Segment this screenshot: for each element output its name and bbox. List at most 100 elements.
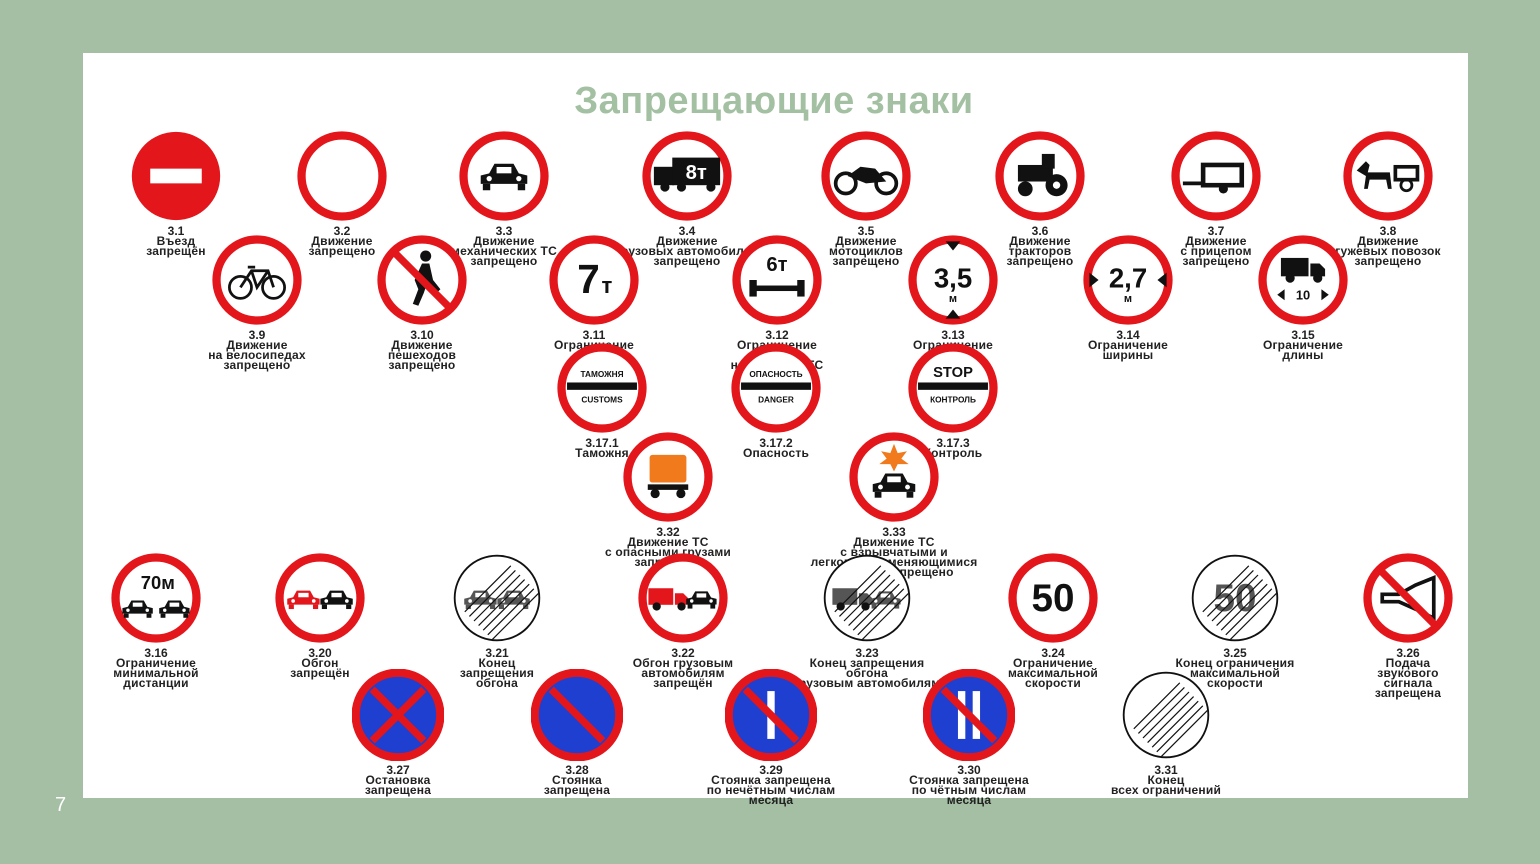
sign-caption: Обгон грузовым автомобилям запрещён <box>632 656 734 690</box>
svg-text:т: т <box>601 273 612 298</box>
sign-icon-3-4: 8т <box>642 131 732 221</box>
sign-number: 3.4 <box>678 224 696 238</box>
sign-icon-3-12: 6т <box>732 235 822 325</box>
sign-caption: Ограничение минимальной дистанции <box>113 656 199 690</box>
sign-caption: Ограничение длины <box>1262 338 1344 362</box>
svg-text:м: м <box>1124 293 1132 305</box>
svg-text:STOP: STOP <box>933 365 973 381</box>
sign-caption: Движение мотоциклов запрещено <box>829 234 903 268</box>
sign-icon-3-14: 2,7м <box>1083 235 1173 325</box>
sign-caption: Движение запрещено <box>308 234 376 258</box>
sign-icon-3-3 <box>459 131 549 221</box>
svg-text:10: 10 <box>1296 287 1310 302</box>
sign-number: 3.14 <box>1116 328 1140 342</box>
sign-caption: Ограничение максимальной скорости <box>1007 656 1099 690</box>
sign-caption: Обгон запрещён <box>290 656 350 680</box>
sign-icon-3-29 <box>725 669 817 761</box>
sign-icon-3-23 <box>823 554 911 642</box>
sign-caption: Стоянка запрещена по нечётным числам мес… <box>706 773 836 807</box>
sign-caption: Конец ограничения максимальной скорости <box>1175 656 1295 690</box>
page-number: 7 <box>55 794 67 816</box>
sign-icon-3-31 <box>1122 671 1210 759</box>
sign-number: 3.13 <box>941 328 965 342</box>
sign-number: 3.5 <box>857 224 875 238</box>
sign-icon-3-25: 50 <box>1191 554 1279 642</box>
svg-text:м: м <box>949 293 957 305</box>
sign-number: 3.27 <box>386 763 410 777</box>
sign-icon-3-21 <box>453 554 541 642</box>
svg-text:2,7: 2,7 <box>1109 262 1147 293</box>
sign-caption: Ограничение ширины <box>1087 338 1169 362</box>
sign-number: 3.25 <box>1223 646 1247 660</box>
sign-number: 3.11 <box>582 328 606 342</box>
sign-caption: Конец запрещения обгона грузовым автомоб… <box>793 656 941 690</box>
svg-text:8т: 8т <box>686 162 707 184</box>
sign-caption: Движение гужевых повозок запрещено <box>1335 234 1441 268</box>
sign-number: 3.28 <box>565 763 589 777</box>
svg-text:ОПАСНОСТЬ: ОПАСНОСТЬ <box>749 370 802 379</box>
svg-text:3,5: 3,5 <box>934 262 972 293</box>
sign-number: 3.1 <box>167 224 185 238</box>
svg-text:6т: 6т <box>766 254 787 276</box>
sign-number: 3.31 <box>1154 763 1178 777</box>
sign-icon-3-28 <box>531 669 623 761</box>
svg-text:DANGER: DANGER <box>758 396 794 405</box>
sign-caption: Подача звукового сигнала запрещена <box>1374 656 1442 700</box>
sign-caption: Конец всех ограничений <box>1110 773 1222 797</box>
sign-number: 3.32 <box>656 525 680 539</box>
sign-icon-3-13: 3,5м <box>908 235 998 325</box>
sign-caption: Движение ТС с опасными грузами запрещено <box>604 535 732 568</box>
sign-caption: Въезд запрещён <box>146 234 206 258</box>
sign-number: 3.24 <box>1041 646 1065 660</box>
sign-caption: Опасность <box>742 446 810 460</box>
sign-icon-3-15: 10 <box>1258 235 1348 325</box>
sign-icon-3-7 <box>1171 131 1261 221</box>
sign-icon-3-26 <box>1363 553 1453 643</box>
sign-number: 3.29 <box>759 763 783 777</box>
sign-caption: Движение механических ТС запрещено <box>451 234 557 268</box>
sign-icon-3-10 <box>377 235 467 325</box>
sign-caption: Таможня <box>575 446 629 460</box>
sign-caption: Остановка запрещена <box>364 773 432 797</box>
sign-number: 3.10 <box>410 328 434 342</box>
sign-number: 3.7 <box>1207 224 1225 238</box>
sign-icon-3-6 <box>995 131 1085 221</box>
sign-icon-3-17-2: ОПАСНОСТЬ DANGER <box>731 343 821 433</box>
sign-caption: Движение с прицепом запрещено <box>1180 234 1252 268</box>
sign-number: 3.26 <box>1396 646 1420 660</box>
sign-icon-3-9 <box>212 235 302 325</box>
sign-icon-3-1 <box>131 131 221 221</box>
sign-icon-3-30 <box>923 669 1015 761</box>
sign-caption: Стоянка запрещена по чётным числам месяц… <box>909 773 1029 807</box>
sign-number: 3.2 <box>333 224 351 238</box>
sign-3-11: 7т3.11Ограничение массы <box>499 234 689 361</box>
sign-icon-3-32 <box>623 432 713 522</box>
sign-number: 3.17.2 <box>759 436 793 450</box>
sign-caption: Движение тракторов запрещено <box>1006 234 1074 268</box>
sign-number: 3.23 <box>855 646 879 660</box>
sign-icon-3-8 <box>1343 131 1433 221</box>
